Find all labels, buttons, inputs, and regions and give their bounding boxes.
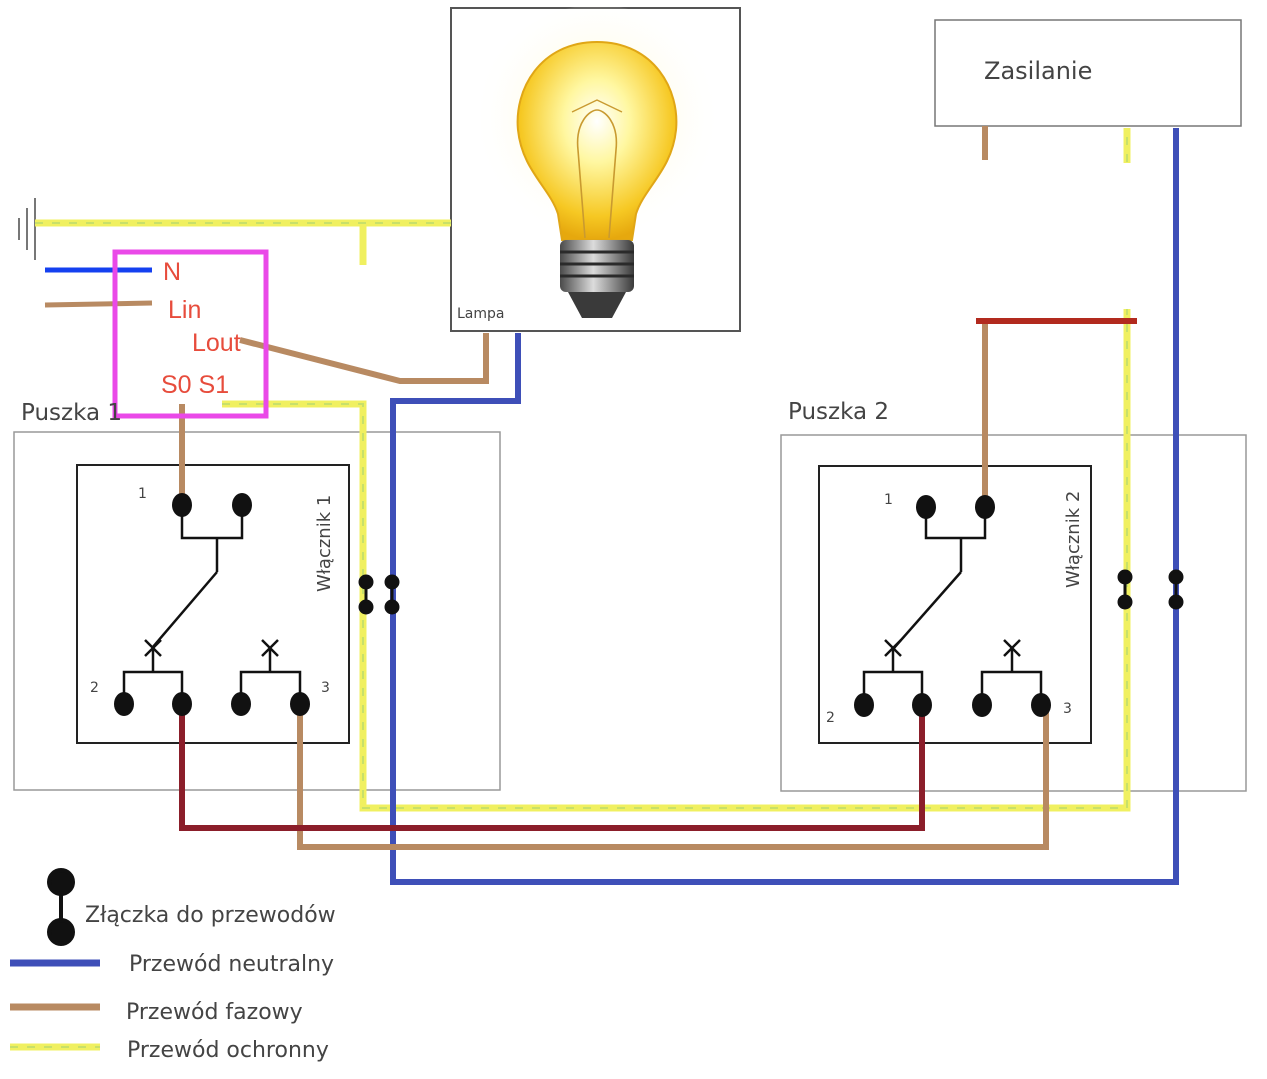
switch2-terminals	[854, 495, 1051, 717]
wire-phase	[179, 126, 1049, 850]
connectors	[358, 569, 1184, 615]
annotation-lin: Lin	[168, 296, 201, 324]
wire-annotation-lin	[44, 300, 153, 308]
connector-icon	[1168, 569, 1184, 610]
legend-phase-label: Przewód fazowy	[126, 1000, 303, 1025]
terminal-s1-1b	[232, 493, 252, 517]
legend-neutral-label: Przewód neutralny	[129, 952, 334, 977]
switch2-mechanism	[862, 515, 1043, 703]
legend-protective-label: Przewód ochronny	[127, 1038, 329, 1063]
terminal-number-2: 2	[826, 710, 835, 726]
supply-label: Zasilanie	[984, 57, 1092, 85]
connector-icon	[47, 868, 75, 946]
ground-icon	[18, 198, 36, 260]
terminal-number-3: 3	[321, 680, 330, 696]
annotation-lout: Lout	[192, 329, 241, 357]
connector-icon	[384, 574, 400, 615]
annotation-box	[112, 249, 269, 419]
terminal-s2-1b	[975, 495, 995, 519]
switch2-label: Włącznik 2	[1063, 491, 1084, 588]
terminal-s2-3a	[972, 693, 992, 717]
supply-box	[934, 19, 1242, 127]
box1-label: Puszka 1	[21, 400, 122, 426]
legend-connector-label: Złączka do przewodów	[85, 903, 336, 928]
box2-frame	[780, 434, 1247, 792]
terminal-s1-3a	[231, 692, 251, 716]
terminal-s1-1a	[172, 493, 192, 517]
switch1-label: Włącznik 1	[314, 495, 335, 592]
wire-neutral	[390, 128, 1179, 885]
terminal-s2-2a	[854, 693, 874, 717]
terminal-s1-2b	[172, 692, 192, 716]
switch2-frame	[818, 465, 1092, 744]
connector-icon	[1117, 569, 1133, 610]
terminal-s2-2b	[912, 693, 932, 717]
terminal-s2-1a	[916, 495, 936, 519]
switch1-mechanism	[122, 515, 302, 703]
annotation-n: N	[163, 258, 181, 286]
terminal-number-2: 2	[90, 680, 99, 696]
box1-frame	[13, 431, 501, 791]
terminal-number-1: 1	[138, 486, 147, 502]
box2-label: Puszka 2	[788, 399, 889, 425]
connector-icon	[358, 574, 374, 615]
terminal-s1-3b	[290, 692, 310, 716]
lightbulb-icon	[472, 5, 722, 318]
wire-traveler	[179, 703, 925, 831]
supply-gap	[930, 163, 1145, 309]
terminal-number-3: 3	[1063, 701, 1072, 717]
annotation-s0s1: S0 S1	[161, 371, 229, 399]
switch1-terminals	[114, 493, 310, 716]
terminal-s1-2a	[114, 692, 134, 716]
switch1-frame	[76, 464, 350, 744]
terminal-s2-3b	[1031, 693, 1051, 717]
lamp-label: Lampa	[457, 306, 504, 322]
legend: Złączka do przewodów Przewód neutralny P…	[10, 868, 336, 1063]
terminal-number-1: 1	[884, 492, 893, 508]
